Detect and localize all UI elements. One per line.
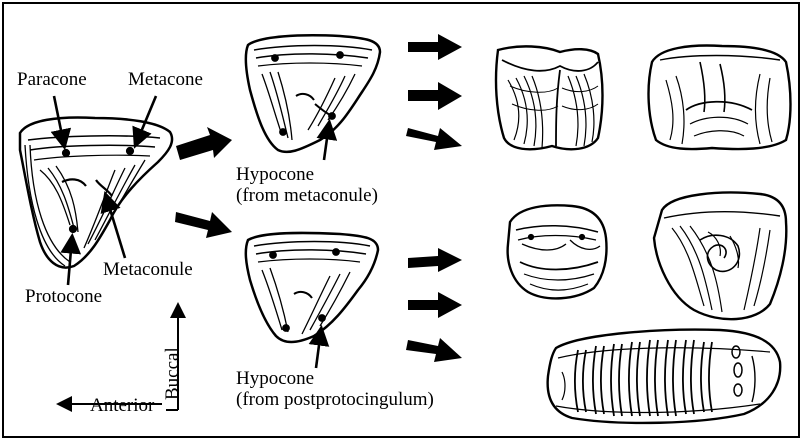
arrow-icon [408,292,462,318]
upper-derived-molar-drawing [246,35,380,152]
derived-tooth-c-drawing [508,205,607,298]
lower-metacone-dot [333,249,340,256]
lower-paracone-dot [270,252,277,259]
label-hypocone-lower-line1: Hypocone [236,368,434,389]
derived-tooth-d-drawing [654,193,786,320]
tooth-c-cusp-dot [579,234,584,239]
label-hypocone-postprotocingulum: Hypocone (from postprotocingulum) [236,368,434,410]
derived-tooth-b-drawing [649,46,791,150]
label-buccal: Buccal [162,347,184,400]
paracone-cusp-dot [62,149,69,156]
arrow-icon [175,212,232,238]
label-hypocone-lower-line2: (from postprotocingulum) [236,389,434,410]
derived-tooth-e-drawing [548,330,781,423]
ancestral-molar-drawing [20,118,172,268]
upper-hypocone-dot [329,113,336,120]
label-hypocone-metaconule: Hypocone (from metaconule) [236,164,378,206]
arrow-icon [176,127,232,160]
derived-tooth-a-drawing [496,46,603,149]
upper-protocone-dot [280,129,287,136]
arrow-icon [408,248,462,272]
label-metacone: Metacone [128,70,203,90]
arrow-icon [406,128,462,150]
label-protocone: Protocone [25,287,102,307]
label-paracone: Paracone [17,70,87,90]
label-hypocone-upper-line1: Hypocone [236,164,378,185]
arrow-icon [408,34,462,60]
label-hypocone-upper-line2: (from metaconule) [236,185,378,206]
upper-metacone-dot [337,52,344,59]
lower-derived-molar-drawing [246,233,378,342]
tooth-c-cusp-dot [528,234,533,239]
lower-protocone-dot [283,325,290,332]
lower-hypocone-dot [319,315,326,322]
label-metaconule: Metaconule [103,260,193,280]
arrow-icon [406,338,462,362]
upper-paracone-dot [272,55,279,62]
arrow-icon [408,82,462,110]
protocone-cusp-dot [69,225,76,232]
metacone-cusp-dot [126,147,133,154]
label-anterior: Anterior [90,396,154,416]
